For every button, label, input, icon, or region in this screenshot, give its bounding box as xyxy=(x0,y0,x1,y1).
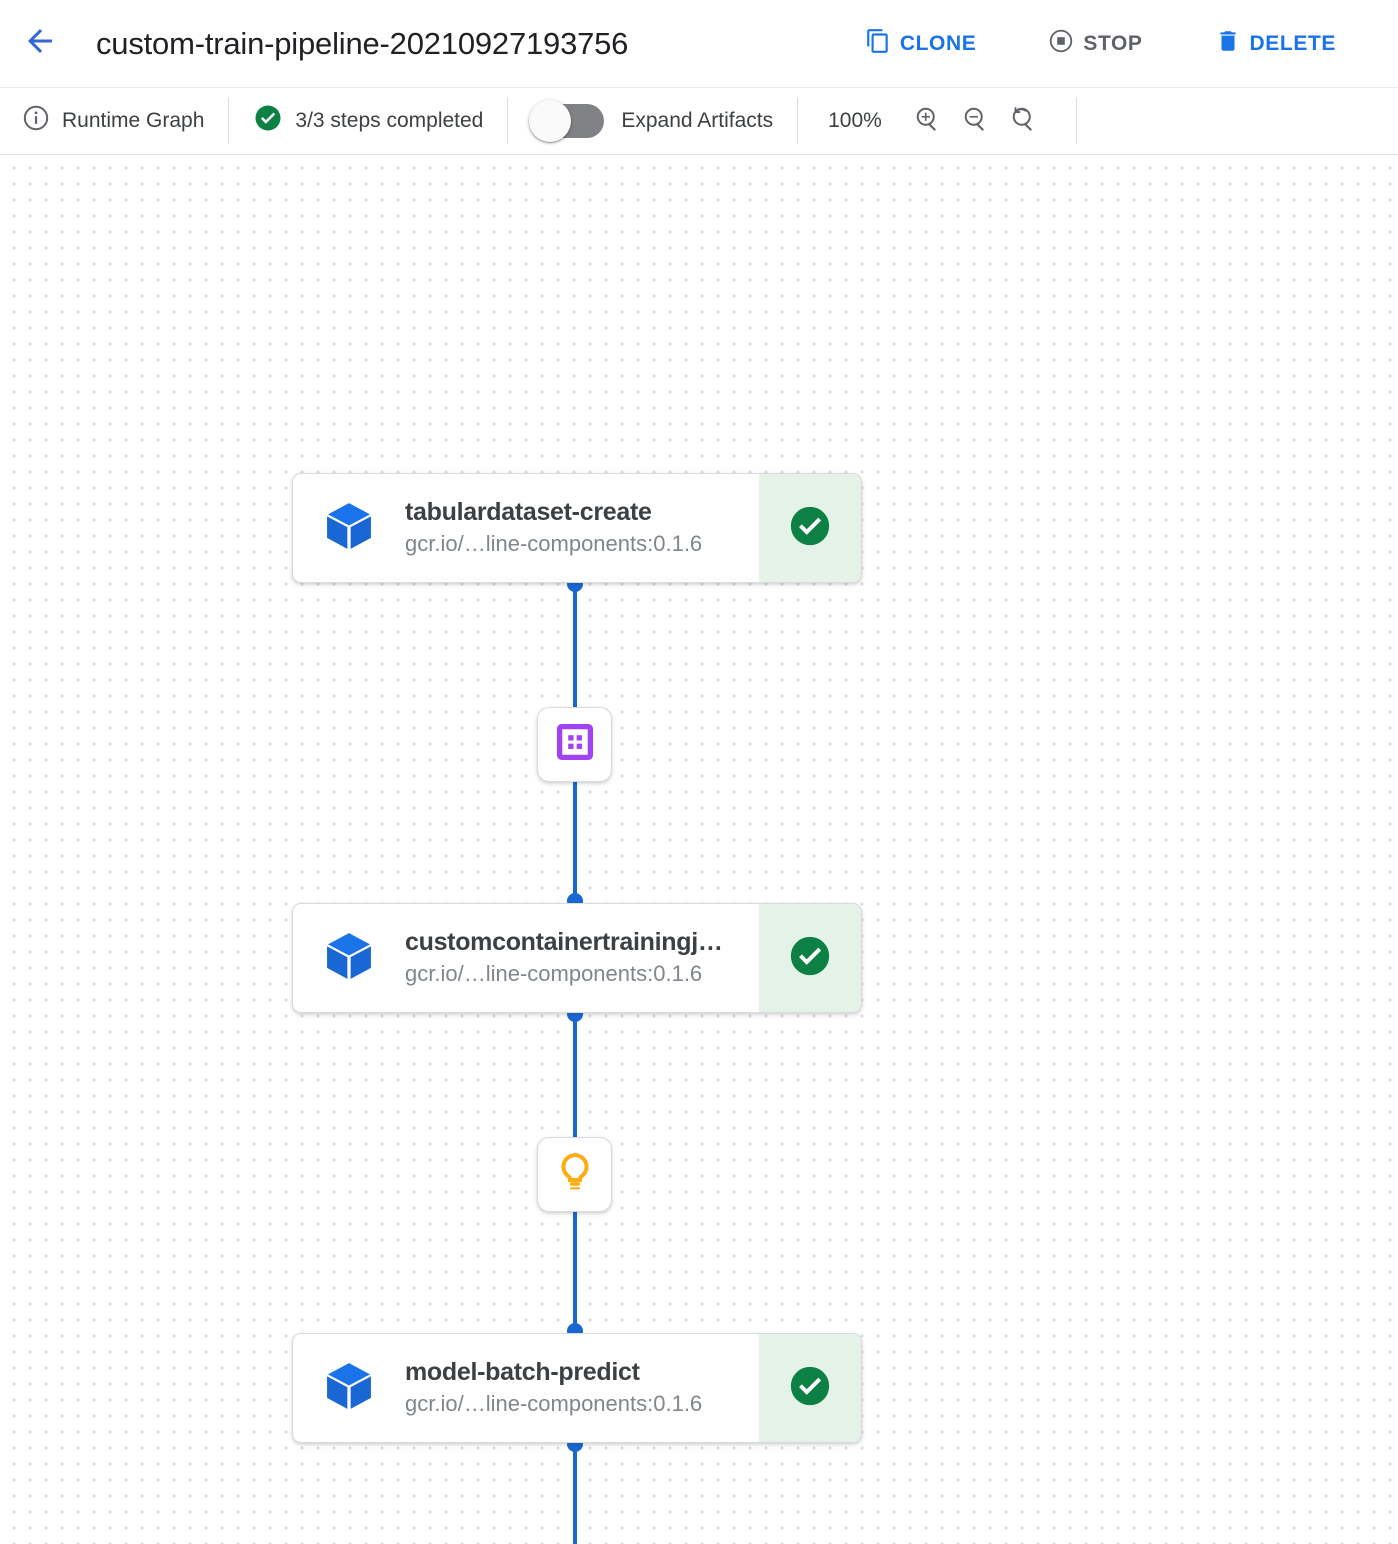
edge-tabulardataset-to-dataset xyxy=(573,583,577,708)
clone-button[interactable]: CLONE xyxy=(851,18,991,70)
trash-icon xyxy=(1215,28,1241,60)
toolbar-divider xyxy=(507,98,509,144)
node-status-badge xyxy=(759,1334,861,1442)
zoom-reset-button[interactable] xyxy=(1000,97,1048,145)
zoom-in-button[interactable] xyxy=(904,97,952,145)
zoom-in-icon xyxy=(913,104,943,139)
arrow-back-icon xyxy=(22,23,58,64)
node-title: customcontainertrainingj… xyxy=(405,928,723,957)
clone-button-label: CLONE xyxy=(899,31,977,55)
zoom-reset-icon xyxy=(1009,104,1039,139)
edge-training-to-model xyxy=(573,1013,577,1138)
toggle-thumb xyxy=(529,100,572,142)
expand-artifacts-toggle[interactable]: Expand Artifacts xyxy=(508,100,797,142)
stop-circle-icon xyxy=(1048,28,1074,60)
pipeline-graph-canvas[interactable]: tabulardataset-create gcr.io/…line-compo… xyxy=(0,155,1398,1544)
zoom-out-icon xyxy=(961,104,991,139)
clone-icon xyxy=(865,28,891,60)
node-icon-container xyxy=(293,474,405,582)
cube-icon xyxy=(321,498,377,559)
node-icon-container xyxy=(293,904,405,1012)
page-header: custom-train-pipeline-20210927193756 CLO… xyxy=(0,0,1398,88)
node-subtitle: gcr.io/…line-components:0.1.6 xyxy=(405,531,703,557)
node-text-container: model-batch-predict gcr.io/…line-compone… xyxy=(405,1334,759,1442)
edge-dataset-to-training xyxy=(573,777,577,905)
cube-icon xyxy=(321,1358,377,1419)
node-icon-container xyxy=(293,1334,405,1442)
back-button[interactable] xyxy=(18,22,62,66)
node-status-badge xyxy=(759,474,861,582)
pipeline-node-tabulardataset-create[interactable]: tabulardataset-create gcr.io/…line-compo… xyxy=(292,473,862,583)
expand-artifacts-label: Expand Artifacts xyxy=(621,109,774,132)
zoom-controls: 100% xyxy=(798,97,1068,145)
stop-button-label: STOP xyxy=(1083,31,1143,55)
dataset-icon xyxy=(553,720,597,769)
steps-status-label: 3/3 steps completed xyxy=(295,109,484,132)
pipeline-node-model-batch-predict[interactable]: model-batch-predict gcr.io/…line-compone… xyxy=(292,1333,862,1443)
toggle-track xyxy=(529,100,605,142)
check-circle-icon xyxy=(787,933,833,984)
node-text-container: customcontainertrainingj… gcr.io/…line-c… xyxy=(405,904,759,1012)
zoom-out-button[interactable] xyxy=(952,97,1000,145)
node-title: tabulardataset-create xyxy=(405,498,652,527)
node-subtitle: gcr.io/…line-components:0.1.6 xyxy=(405,1391,703,1417)
header-actions: CLONE STOP DELETE xyxy=(851,18,1398,70)
edge-batchpredict-to-output xyxy=(573,1443,577,1544)
delete-button[interactable]: DELETE xyxy=(1201,18,1350,70)
lightbulb-icon xyxy=(553,1150,597,1199)
check-circle-icon xyxy=(253,103,283,139)
cube-icon xyxy=(321,928,377,989)
edge-model-to-batchpredict xyxy=(573,1207,577,1335)
runtime-graph-label: Runtime Graph xyxy=(62,109,205,132)
steps-status: 3/3 steps completed xyxy=(229,88,507,154)
zoom-level-label: 100% xyxy=(828,109,882,132)
runtime-graph-selector[interactable]: Runtime Graph xyxy=(0,88,228,154)
node-text-container: tabulardataset-create gcr.io/…line-compo… xyxy=(405,474,759,582)
node-status-badge xyxy=(759,904,861,1012)
artifact-node-dataset[interactable] xyxy=(537,707,612,782)
graph-toolbar: Runtime Graph 3/3 steps completed Expand… xyxy=(0,88,1398,155)
delete-button-label: DELETE xyxy=(1249,31,1336,55)
check-circle-icon xyxy=(787,1363,833,1414)
pipeline-node-customcontainertrainingjob[interactable]: customcontainertrainingj… gcr.io/…line-c… xyxy=(292,903,862,1013)
toolbar-divider xyxy=(228,98,230,144)
stop-button[interactable]: STOP xyxy=(1034,18,1156,70)
node-title: model-batch-predict xyxy=(405,1358,640,1387)
artifact-node-model[interactable] xyxy=(537,1137,612,1212)
toolbar-divider xyxy=(1075,98,1077,144)
node-subtitle: gcr.io/…line-components:0.1.6 xyxy=(405,961,703,987)
toolbar-divider xyxy=(797,98,799,144)
page-title: custom-train-pipeline-20210927193756 xyxy=(96,25,629,61)
info-icon xyxy=(22,104,50,138)
check-circle-icon xyxy=(787,503,833,554)
